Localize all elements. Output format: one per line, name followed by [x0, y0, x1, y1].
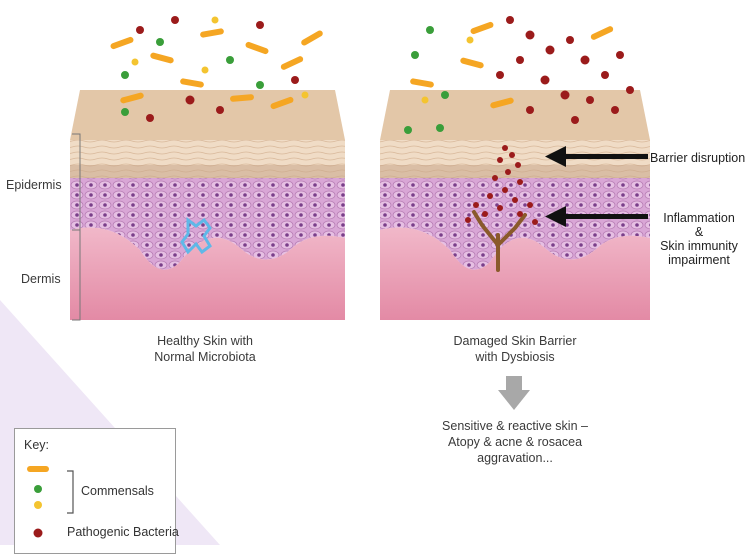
dermis-label: Dermis [21, 272, 61, 287]
inflammation-line2: & [654, 225, 744, 239]
legend-key: Key: Commensals Pathogenic Bacteria [14, 428, 176, 554]
barrier-disruption-label: Barrier disruption [650, 151, 745, 165]
inflammation-line4: impairment [654, 253, 744, 267]
pathogen-icon [34, 529, 43, 538]
damaged-caption: Damaged Skin Barrier with Dysbiosis [440, 333, 590, 365]
epidermis-label: Epidermis [6, 178, 62, 193]
healthy-caption-line1: Healthy Skin with [130, 333, 280, 349]
yellow-coccus-icon [34, 501, 42, 509]
key-commensals: Commensals [81, 484, 154, 498]
outcome-text: Sensitive & reactive skin – Atopy & acne… [430, 418, 600, 466]
inflammation-label: Inflammation & Skin immunity impairment [654, 211, 744, 267]
healthy-caption-line2: Normal Microbiota [130, 349, 280, 365]
damaged-caption-line2: with Dysbiosis [440, 349, 590, 365]
outcome-line1: Sensitive & reactive skin – [430, 418, 600, 434]
inflammation-line3: Skin immunity [654, 239, 744, 253]
key-pathogenic: Pathogenic Bacteria [67, 525, 179, 539]
outcome-line2: Atopy & acne & rosacea [430, 434, 600, 450]
inflammation-line1: Inflammation [654, 211, 744, 225]
healthy-caption: Healthy Skin with Normal Microbiota [130, 333, 280, 365]
rod-swatch-icon [27, 466, 49, 472]
outcome-line3: aggravation... [430, 450, 600, 466]
damaged-caption-line1: Damaged Skin Barrier [440, 333, 590, 349]
green-coccus-icon [34, 485, 42, 493]
